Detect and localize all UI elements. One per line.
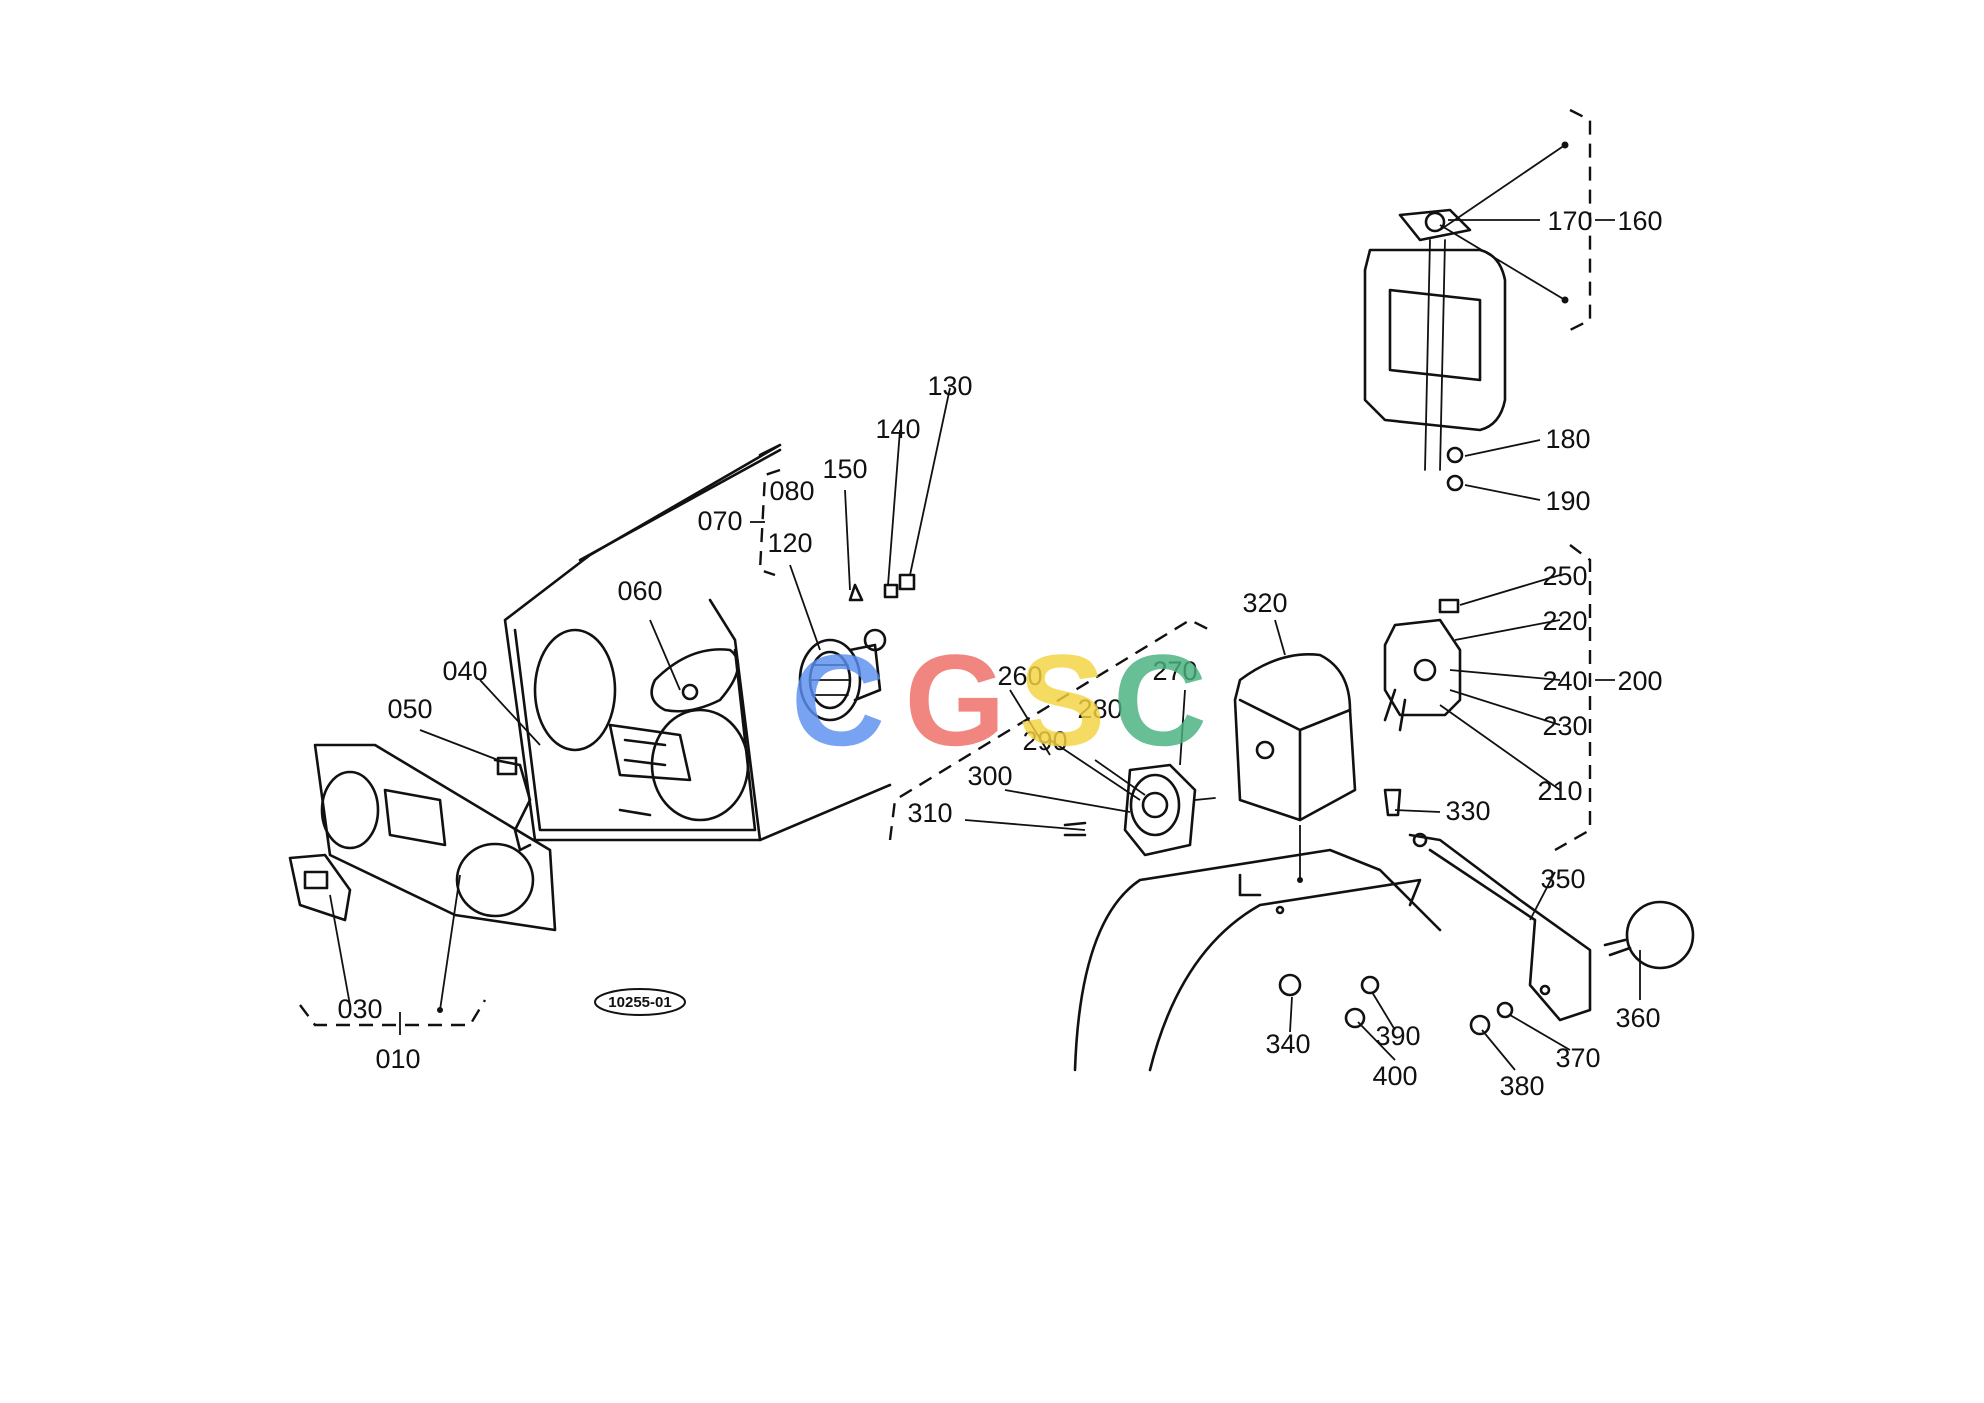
bracket-160 bbox=[1569, 108, 1592, 332]
label-350: 350 bbox=[1540, 864, 1585, 894]
label-230: 230 bbox=[1542, 711, 1587, 741]
label-270: 270 bbox=[1152, 656, 1197, 686]
label-210: 210 bbox=[1537, 776, 1582, 806]
label-360: 360 bbox=[1615, 1003, 1660, 1033]
bracket-260 bbox=[888, 618, 1211, 841]
tail-light-200 bbox=[1383, 598, 1462, 732]
fender bbox=[1073, 848, 1442, 1072]
label-200: 200 bbox=[1617, 666, 1662, 696]
label-160: 160 bbox=[1617, 206, 1662, 236]
watermark-letter-3: S bbox=[1019, 627, 1106, 773]
part-labels: 010 030 040 050 060 070 080 120 130 140 … bbox=[337, 206, 1662, 1101]
label-250: 250 bbox=[1542, 561, 1587, 591]
label-030: 030 bbox=[337, 994, 382, 1024]
label-040: 040 bbox=[442, 656, 487, 686]
label-120: 120 bbox=[767, 528, 812, 558]
label-320: 320 bbox=[1242, 588, 1287, 618]
marker-light-260 bbox=[1123, 763, 1216, 857]
front-panel-010 bbox=[313, 743, 557, 932]
label-390: 390 bbox=[1375, 1021, 1420, 1051]
label-010: 010 bbox=[375, 1044, 420, 1074]
label-240: 240 bbox=[1542, 666, 1587, 696]
leader-dots bbox=[437, 141, 1569, 1013]
label-330: 330 bbox=[1445, 796, 1490, 826]
diagram-code-stamp: 10255-01 bbox=[594, 988, 686, 1016]
label-280: 280 bbox=[1077, 694, 1122, 724]
watermark-letter-2: G bbox=[904, 627, 1005, 773]
label-050: 050 bbox=[387, 694, 432, 724]
label-340: 340 bbox=[1265, 1029, 1310, 1059]
label-300: 300 bbox=[967, 761, 1012, 791]
label-220: 220 bbox=[1542, 606, 1587, 636]
label-150: 150 bbox=[822, 454, 867, 484]
label-140: 140 bbox=[875, 414, 920, 444]
reflector-bracket-350 bbox=[1408, 832, 1592, 1022]
bracket-050 bbox=[493, 756, 532, 852]
headlight-housing bbox=[503, 443, 892, 842]
label-170: 170 bbox=[1547, 206, 1592, 236]
bracket-010 bbox=[299, 999, 487, 1027]
label-370: 370 bbox=[1555, 1043, 1600, 1073]
label-290: 290 bbox=[1022, 726, 1067, 756]
label-080: 080 bbox=[769, 476, 814, 506]
license-light-160 bbox=[1363, 208, 1507, 492]
label-180: 180 bbox=[1545, 424, 1590, 454]
hardware bbox=[1063, 788, 1514, 1036]
label-070: 070 bbox=[697, 506, 742, 536]
switch-030 bbox=[288, 853, 352, 922]
label-310: 310 bbox=[907, 798, 952, 828]
watermark-letter-4: C bbox=[1113, 627, 1207, 773]
diagram-code: 10255-01 bbox=[608, 994, 671, 1011]
label-060: 060 bbox=[617, 576, 662, 606]
label-260: 260 bbox=[997, 661, 1042, 691]
label-380: 380 bbox=[1499, 1071, 1544, 1101]
watermark-letter-1: C bbox=[791, 627, 885, 773]
lamp-bracket-320 bbox=[1233, 653, 1357, 822]
watermark-logo: C G S C bbox=[791, 627, 1207, 773]
label-130: 130 bbox=[927, 371, 972, 401]
bracket-200 bbox=[1554, 544, 1592, 852]
reflector-360 bbox=[1603, 900, 1695, 970]
leader-lines bbox=[329, 144, 1641, 1071]
bracket-070 bbox=[758, 468, 781, 577]
lamp-cover-060 bbox=[650, 648, 740, 713]
label-190: 190 bbox=[1545, 486, 1590, 516]
work-light-070 bbox=[798, 573, 916, 722]
label-400: 400 bbox=[1372, 1061, 1417, 1091]
